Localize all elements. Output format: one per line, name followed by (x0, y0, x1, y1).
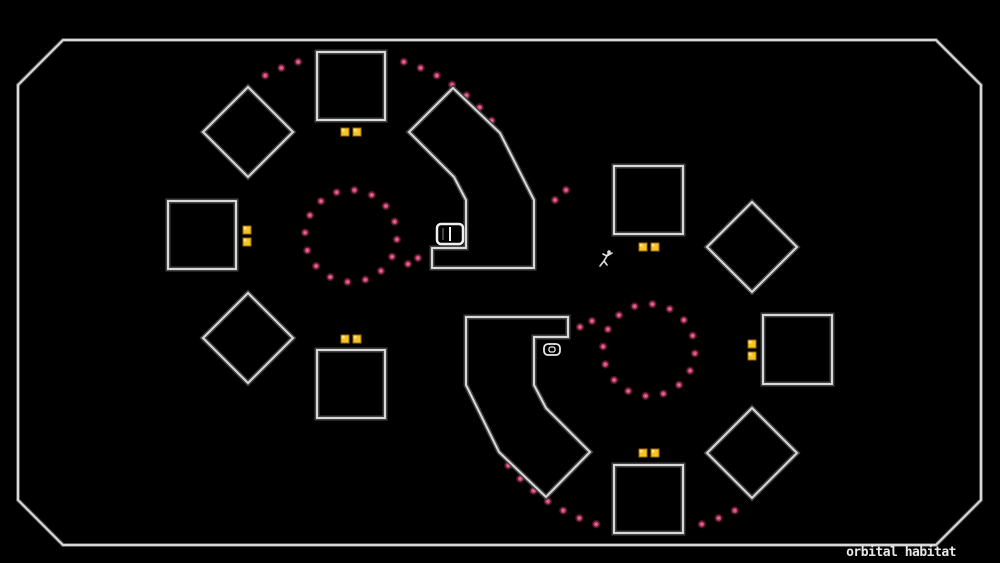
gold-icon (352, 127, 362, 137)
right-bottom-block (613, 464, 684, 534)
mine-icon (674, 380, 684, 390)
right-lower-diamond (705, 406, 799, 500)
mine-icon (326, 272, 335, 282)
gold-icon (352, 334, 362, 344)
gold-icon (242, 225, 252, 235)
exit-objects (435, 222, 561, 356)
mine-icon (416, 63, 425, 73)
mine-icon (361, 275, 370, 284)
mine-icon (587, 316, 597, 326)
mine-icon (403, 259, 413, 269)
mine-icon (603, 325, 613, 334)
upper-corridor-wall (407, 86, 535, 269)
mine-icon (392, 235, 402, 244)
mine-icon (300, 228, 310, 237)
mine-icon (697, 519, 707, 529)
mine-icon (714, 513, 723, 523)
ninja-figure (599, 250, 613, 267)
mine-icon (561, 185, 571, 195)
mine-icon (316, 196, 326, 206)
left-left-block (167, 200, 237, 270)
mine-icon (591, 519, 601, 529)
exit-door-icon (435, 222, 465, 246)
mine-icon (630, 302, 639, 311)
gold-icon (747, 351, 757, 361)
mine-icon (277, 63, 286, 73)
mine-icon (311, 261, 321, 271)
left-bottom-block (316, 349, 386, 419)
lower-corridor-wall (465, 316, 592, 499)
mine-icon (432, 71, 441, 80)
mine-icon (387, 252, 397, 261)
mine-icon (659, 389, 668, 398)
mine-icon (648, 299, 657, 309)
mine-icon (609, 375, 619, 385)
left-top-block (316, 51, 386, 121)
gold-icon (340, 127, 350, 137)
mine-icon (332, 188, 341, 197)
mine-icon (679, 315, 689, 325)
mine-icon (261, 71, 270, 80)
level-name-label: orbital habitat (846, 545, 956, 560)
mine-icon (685, 366, 695, 375)
mine-icon (641, 391, 650, 401)
player-ninja-icon (599, 250, 613, 267)
outer-border-wall (16, 38, 983, 547)
outer-border (17, 39, 982, 546)
mine-icon (381, 201, 391, 211)
gold-icon (340, 334, 350, 344)
mine-icon (550, 195, 560, 205)
mine-icon (303, 246, 312, 255)
gold-pieces (242, 127, 757, 458)
gold-icon (638, 448, 648, 458)
right-upper-diamond (705, 200, 799, 294)
exit-switch-icon (543, 343, 561, 356)
right-right-block (762, 314, 833, 385)
mine-field (261, 57, 739, 529)
mine-icon (575, 513, 584, 523)
mine-icon (690, 349, 700, 358)
mine-icon (614, 310, 624, 320)
mine-icon (559, 506, 568, 515)
gold-icon (242, 237, 252, 247)
mine-icon (305, 211, 315, 220)
mine-icon (665, 304, 674, 314)
mine-icon (601, 360, 610, 369)
mine-icon (350, 185, 359, 195)
mine-icon (293, 57, 303, 67)
left-upper-diamond (201, 85, 295, 179)
mine-icon (367, 190, 376, 200)
right-top-block (613, 165, 684, 235)
mine-icon (399, 57, 409, 67)
mine-icon (598, 342, 608, 351)
gold-icon (650, 448, 660, 458)
mine-icon (575, 322, 585, 332)
mine-icon (376, 266, 386, 276)
corridor-walls (405, 84, 594, 501)
mine-icon (413, 253, 423, 263)
mine-icon (624, 386, 633, 396)
gold-icon (650, 242, 660, 252)
mine-icon (343, 277, 352, 287)
mine-icon (688, 331, 697, 340)
mine-icon (730, 506, 739, 515)
gold-icon (747, 339, 757, 349)
left-lower-diamond (201, 291, 295, 385)
diamond-blocks (199, 83, 801, 502)
square-blocks (165, 49, 835, 536)
gold-icon (638, 242, 648, 252)
mine-icon (390, 217, 399, 226)
